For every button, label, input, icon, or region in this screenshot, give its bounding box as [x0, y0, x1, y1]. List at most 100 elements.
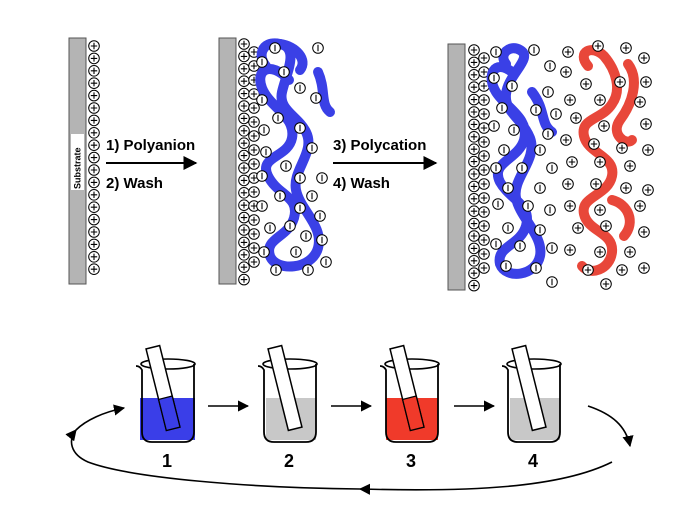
positive-charge-icon — [478, 150, 490, 162]
positive-charge-icon — [248, 214, 260, 226]
positive-charge-icon — [88, 238, 100, 251]
positive-charge-icon — [478, 262, 490, 274]
positive-charge-icon — [468, 106, 480, 118]
positive-charge-icon — [248, 116, 260, 128]
positive-charge-icon — [248, 102, 260, 114]
positive-charge-icon — [238, 149, 250, 162]
positive-charge-icon — [478, 220, 490, 232]
negative-charge-icon — [502, 222, 514, 234]
negative-charge-icon — [256, 56, 268, 68]
negative-charge-icon — [496, 102, 508, 114]
negative-charge-icon — [546, 242, 558, 254]
negative-charge-icon — [522, 200, 534, 212]
positive-charge-icon — [570, 112, 582, 124]
positive-charge-icon — [562, 46, 574, 58]
positive-charge-icon — [248, 158, 260, 170]
positive-charge-icon — [248, 130, 260, 142]
substrate-positive-charges — [88, 40, 100, 276]
negative-charge-icon — [488, 72, 500, 84]
polyanion-chain-3 — [486, 43, 546, 279]
positive-charge-icon — [238, 162, 250, 174]
negative-charge-icon — [314, 210, 326, 222]
step4-label: 4) Wash — [333, 175, 390, 192]
cycle-arrow-left — [75, 404, 126, 431]
positive-charge-icon — [88, 176, 100, 189]
negative-charge-icon — [312, 42, 324, 54]
substrate-plate-2 — [218, 37, 237, 285]
positive-charge-icon — [238, 199, 250, 212]
positive-charge-icon — [468, 168, 480, 180]
positive-charge-icon — [592, 40, 604, 52]
negative-charge-icon — [550, 108, 562, 120]
positive-charge-icon — [616, 142, 628, 154]
negative-charge-icon — [544, 60, 556, 72]
positive-charge-icon — [88, 40, 100, 52]
negative-charge-icon — [294, 122, 306, 134]
positive-charge-icon — [88, 89, 100, 102]
beaker-3 — [379, 344, 440, 443]
negative-charge-icon — [534, 144, 546, 156]
negative-charge-icon — [542, 86, 554, 98]
positive-charge-icon — [238, 211, 250, 224]
positive-charge-icon — [624, 160, 636, 172]
positive-charge-icon — [248, 144, 260, 156]
negative-charge-icon — [514, 240, 526, 252]
positive-charge-icon — [88, 102, 100, 114]
positive-charge-icon — [468, 242, 480, 255]
negative-charge-icon — [528, 44, 540, 56]
positive-charge-icon — [468, 93, 480, 106]
positive-charge-icon — [248, 186, 260, 198]
negative-charge-icon — [264, 222, 276, 234]
negative-charge-icon — [256, 94, 268, 106]
positive-charge-icon — [478, 52, 490, 64]
positive-charge-icon — [478, 94, 490, 106]
positive-charge-icon — [468, 118, 480, 131]
negative-charge-icon — [260, 146, 272, 158]
positive-charge-icon — [468, 279, 480, 292]
negative-charge-icon — [306, 190, 318, 202]
positive-charge-icon — [88, 126, 100, 139]
positive-charge-icon — [88, 201, 100, 214]
substrate-label-box — [71, 134, 84, 190]
negative-charge-icon — [530, 262, 542, 274]
negative-charge-icon — [316, 234, 328, 246]
negative-charge-icon — [316, 172, 328, 184]
negative-charge-icon — [270, 264, 282, 276]
positive-charge-icon — [468, 56, 480, 69]
positive-charge-icon — [238, 236, 250, 249]
positive-charge-icon — [88, 52, 100, 65]
negative-charge-icon — [258, 246, 270, 258]
positive-charge-icon — [238, 186, 250, 199]
positive-charge-icon — [88, 114, 100, 127]
substrate-plate-3 — [447, 43, 466, 291]
positive-charge-icon — [478, 206, 490, 218]
negative-charge-icon — [274, 190, 286, 202]
positive-charge-icon — [582, 264, 594, 276]
beaker-2 — [257, 344, 318, 443]
positive-charge-icon — [620, 182, 632, 194]
beaker-3-number: 3 — [406, 451, 416, 471]
positive-charge-icon — [468, 143, 480, 156]
positive-charge-icon — [88, 139, 100, 152]
positive-charge-icon — [594, 204, 606, 216]
negative-charge-icon — [508, 124, 520, 136]
positive-charge-icon — [634, 96, 646, 108]
positive-charge-icon — [598, 120, 610, 132]
step1-label: 1) Polyanion — [106, 137, 195, 154]
negative-charge-icon — [490, 46, 502, 58]
positive-charge-icon — [238, 224, 250, 236]
negative-charge-icon — [302, 264, 314, 276]
negative-charge-icon — [506, 80, 518, 92]
positive-charge-icon — [564, 244, 576, 256]
positive-charge-icon — [468, 205, 480, 218]
positive-charge-icon — [638, 262, 650, 274]
beaker-1 — [135, 344, 196, 443]
negative-charge-icon — [546, 162, 558, 174]
positive-charge-icon — [88, 213, 100, 226]
negative-charge-icon — [310, 92, 322, 104]
positive-charge-icon — [88, 64, 100, 77]
positive-charge-icon — [88, 250, 100, 263]
positive-charge-icon — [580, 78, 592, 90]
negative-charge-icon — [272, 112, 284, 124]
